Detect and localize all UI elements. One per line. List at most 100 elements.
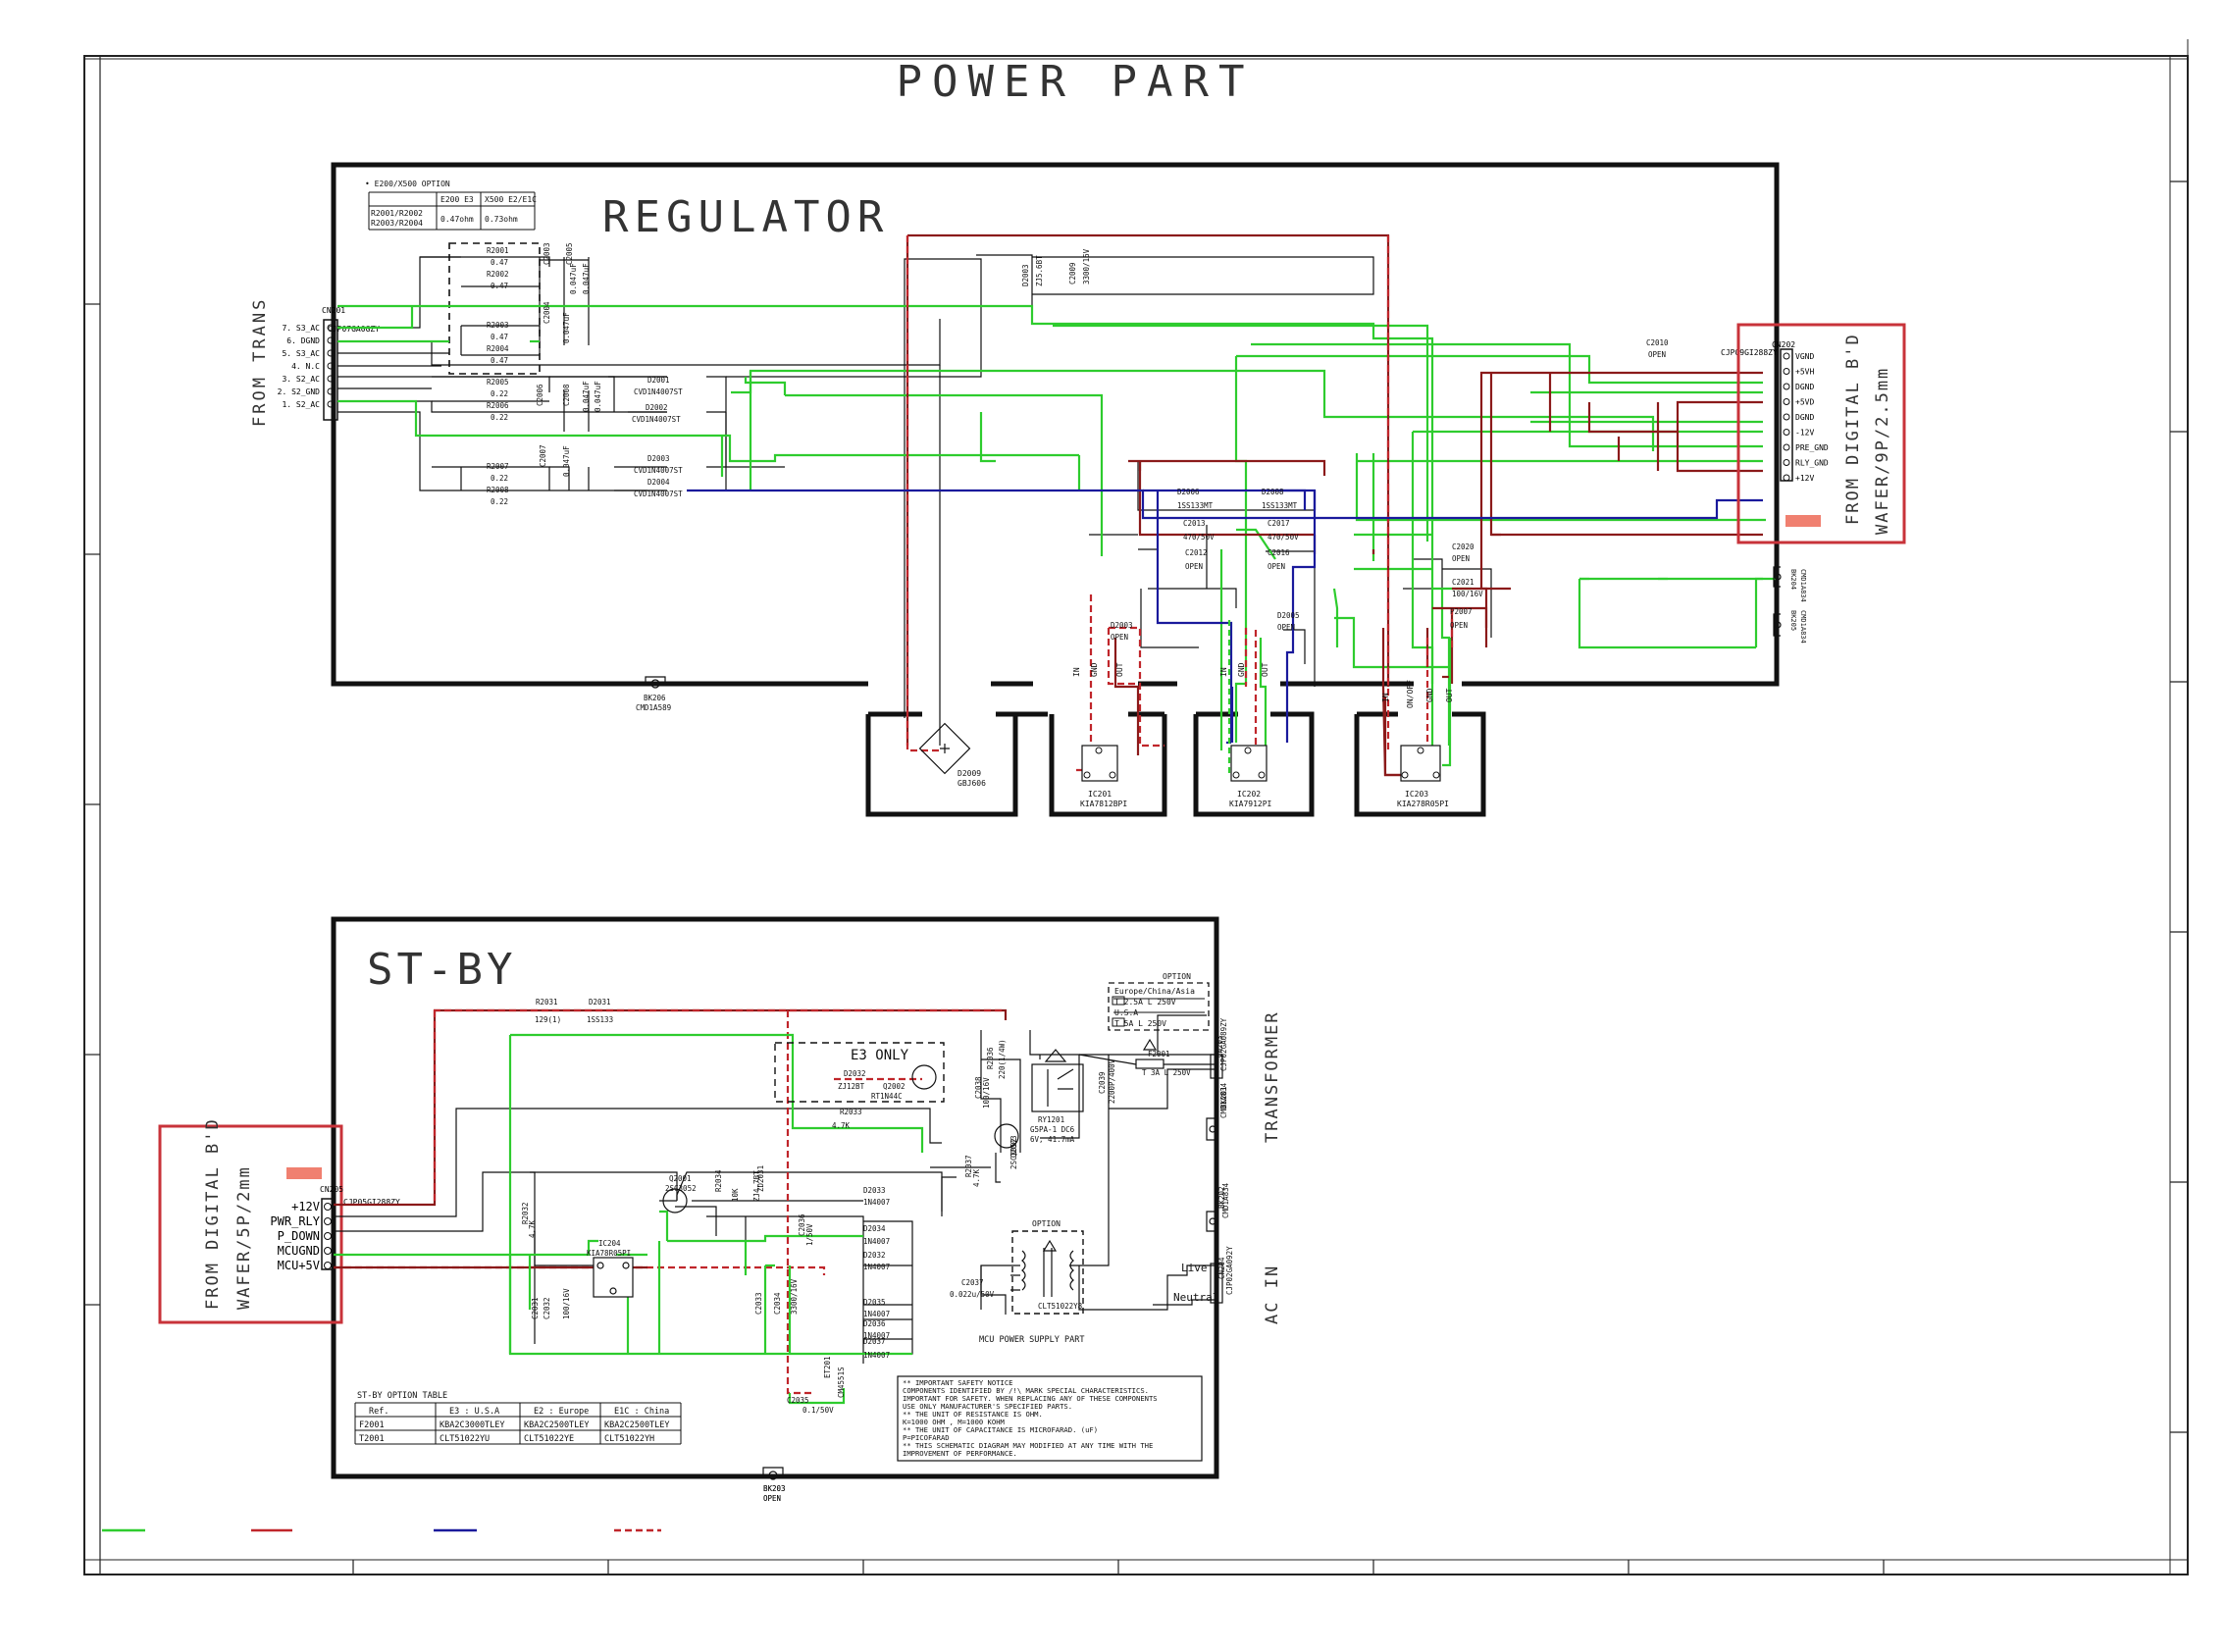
cn202-pin	[1783, 368, 1790, 375]
cn201-pin-label: 4. N.C	[291, 362, 320, 371]
standby-green-nets	[334, 1033, 924, 1405]
bridge-rectifier: D2009 GBJ606	[918, 722, 986, 788]
cn202-pin-label: DGND	[1795, 383, 1814, 391]
option-table-cell: 0.47ohm	[440, 215, 474, 224]
component-label: C2021	[1452, 578, 1475, 587]
page-title: POWER PART	[897, 57, 1255, 107]
svg-text:CJP05GI288ZY: CJP05GI288ZY	[343, 1198, 400, 1207]
bk203-bracket: BK203 OPEN	[762, 1467, 786, 1503]
standby-option-head: E3 : U.S.A	[449, 1407, 499, 1417]
diode-ref: D2002	[646, 403, 668, 412]
capacitor-value: 0.047uF	[582, 381, 591, 412]
component-label: 1SS133	[587, 1015, 613, 1024]
capacitor-ref: C2005	[565, 242, 574, 265]
cn201-pin	[327, 387, 335, 395]
ic-ref: IC203	[1405, 790, 1428, 799]
resistor-value: 0.22	[491, 474, 508, 483]
resistor-ref: R2002	[487, 270, 509, 279]
cn201-pin-label: 6. DGND	[286, 336, 320, 345]
component-label: C2035	[787, 1396, 809, 1405]
ic204	[593, 1257, 634, 1298]
svg-text:BK204: BK204	[1789, 569, 1797, 590]
component-label: R2031	[536, 998, 558, 1007]
option-table-cell: R2003/R2004	[371, 219, 423, 228]
component-label: CN203	[1216, 1035, 1224, 1058]
svg-text:CN202: CN202	[1772, 340, 1795, 349]
capacitor-ref: C2003	[543, 242, 551, 265]
bk206-bracket: BK206 CMD1A589	[636, 676, 671, 712]
standby-option-cell: F2001	[359, 1420, 385, 1430]
svg-text:CMD1A589: CMD1A589	[636, 703, 671, 712]
standby-option-head: Ref.	[369, 1407, 388, 1417]
component-label: C2038	[974, 1076, 983, 1099]
component-label: BK203	[763, 1484, 786, 1493]
option-table-head: E200 E3	[440, 195, 474, 204]
cn205-pin	[324, 1232, 332, 1240]
component-label: 1N4007	[863, 1198, 890, 1207]
live-label: Live	[1181, 1262, 1208, 1274]
cn201-pin	[327, 400, 335, 408]
diode-ref: D2004	[647, 478, 670, 487]
cn205-pin	[324, 1203, 332, 1211]
component-label: C2033	[754, 1292, 763, 1315]
component-label: 100/16V	[1452, 590, 1483, 598]
svg-text:OPEN: OPEN	[763, 1494, 781, 1503]
resistor-ref: R2006	[487, 401, 509, 410]
cn205-pin	[324, 1262, 332, 1269]
relay-ref: RY1201	[1038, 1115, 1064, 1124]
component-label: C2010	[1646, 338, 1669, 347]
component-label: D2035	[863, 1298, 886, 1307]
component-label: D2031	[589, 998, 611, 1007]
mcu-power-supply-label: MCU POWER SUPPLY PART	[979, 1335, 1084, 1345]
ic-pin-name: OUT	[1115, 662, 1124, 677]
cn205-pin-label: P_DOWN	[278, 1229, 320, 1243]
resistor-value: 0.47	[491, 282, 508, 290]
component-label: IC204	[598, 1239, 621, 1248]
from-digital-label-9p: FROM DIGITAL B'D	[1843, 333, 1863, 525]
safety-note-line: ** THE UNIT OF RESISTANCE IS OHM.	[903, 1410, 1043, 1419]
bk204-bracket: BK204 CMD1A834 BK205 CMD1A834	[1773, 566, 1807, 644]
component-label: C2036	[798, 1213, 806, 1236]
component-label: OPEN	[1648, 350, 1666, 359]
cn201-pin	[327, 349, 335, 357]
ic-pin-name: IN	[1072, 667, 1081, 677]
component-label: OPEN	[1185, 562, 1203, 571]
wafer-label-5p: WAFER/5P/2mm	[234, 1165, 254, 1310]
ac-connectors	[1206, 1054, 1223, 1304]
component-label: 10K	[731, 1188, 740, 1202]
component-label: D2032	[844, 1069, 866, 1078]
wafer-label-9p: WAFER/9P/2.5mm	[1873, 367, 1892, 535]
safety-note-line: ** THE UNIT OF CAPACITANCE IS MICROFARAD…	[903, 1425, 1098, 1434]
ic-pin-name: OUT	[1261, 662, 1269, 677]
cn202-pin-label: RLY_GND	[1795, 459, 1829, 468]
standby-option-cell: CLT51022YH	[604, 1434, 654, 1444]
diode-part: CVD1N4007ST	[634, 387, 683, 396]
component-label: 1/50V	[805, 1223, 814, 1246]
cn201-pin-label: 3. S2_AC	[282, 375, 320, 384]
svg-text:GBJ606: GBJ606	[957, 779, 986, 788]
component-label: ZJ4.7BT	[752, 1170, 761, 1202]
standby-transistors	[662, 1064, 1019, 1213]
red-dashed-nets	[906, 235, 1454, 752]
resistor-ref: R2001	[487, 246, 509, 255]
regulator-ics: IC201KIA7812BPIIC202KIA7912PIIC203KIA278…	[1072, 662, 1454, 808]
component-label: ZJ12BT	[838, 1082, 865, 1091]
component-label: BK202	[1217, 1186, 1226, 1209]
cn202-pin-label: +5VD	[1795, 398, 1814, 407]
resistor-value: 0.47	[491, 333, 508, 341]
ic-pin-name: GND	[1237, 662, 1246, 677]
svg-text:CN205: CN205	[320, 1185, 343, 1194]
svg-text:BK203: BK203	[763, 1484, 786, 1493]
component-label: ZD2031	[756, 1165, 765, 1192]
component-label: 2200P/400V	[1108, 1058, 1116, 1104]
component-label: 4.7K	[832, 1121, 851, 1130]
from-digital-label-5p: FROM DIGITAL B'D	[203, 1117, 223, 1310]
cn202-pin	[1783, 413, 1790, 421]
safety-note-line: USE ONLY MANUFACTURER'S SPECIFIED PARTS.	[903, 1402, 1072, 1411]
component-label: RT1N44C	[871, 1092, 903, 1101]
standby-red-nets	[334, 1008, 1008, 1395]
